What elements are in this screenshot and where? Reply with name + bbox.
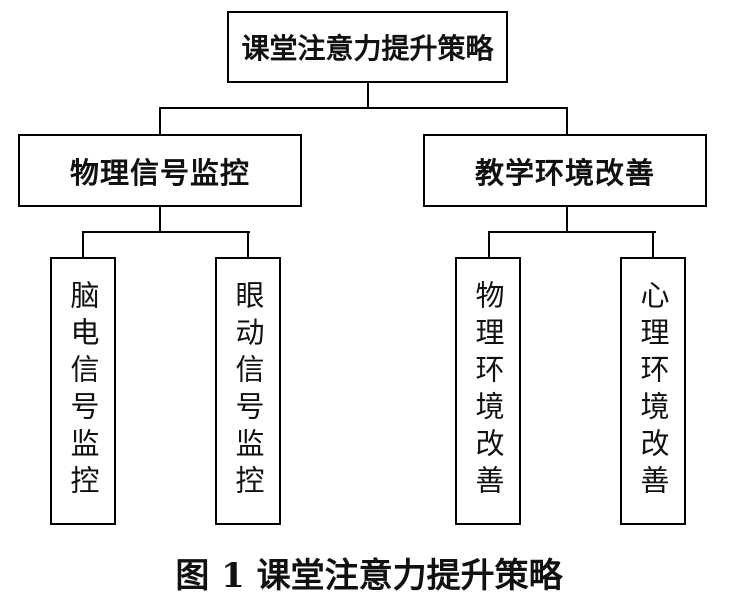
- node-eye-movement-signal-monitoring: 眼动信号监控: [215, 257, 281, 525]
- figure-caption: 图 1 课堂注意力提升策略: [175, 556, 563, 596]
- connector-physical-env-leaf-drop: [488, 232, 490, 258]
- node-teaching-environment-improvement: 教学环境改善: [423, 134, 707, 207]
- node-eeg-signal-monitoring: 脑电信号监控: [50, 257, 116, 525]
- node-physical-signal-monitoring: 物理信号监控: [18, 134, 302, 207]
- connector-eye-leaf-drop: [247, 232, 249, 258]
- node-psychological-environment-improvement: 心理环境改善: [620, 257, 686, 525]
- connector-right-branch-drop: [566, 108, 568, 135]
- connector-psych-env-leaf-drop: [652, 232, 654, 258]
- connector-right-leaves-horizontal: [488, 231, 656, 233]
- connector-left-branch-stem: [159, 206, 161, 232]
- connector-left-leaves-horizontal: [82, 231, 250, 233]
- connector-left-branch-drop: [159, 108, 161, 135]
- connector-root-stem: [367, 83, 369, 108]
- node-physical-environment-improvement: 物理环境改善: [455, 257, 521, 525]
- connector-eeg-leaf-drop: [82, 232, 84, 258]
- connector-right-branch-stem: [566, 206, 568, 232]
- connector-level1-horizontal: [159, 107, 568, 109]
- node-classroom-attention-strategy: 课堂注意力提升策略: [227, 11, 508, 83]
